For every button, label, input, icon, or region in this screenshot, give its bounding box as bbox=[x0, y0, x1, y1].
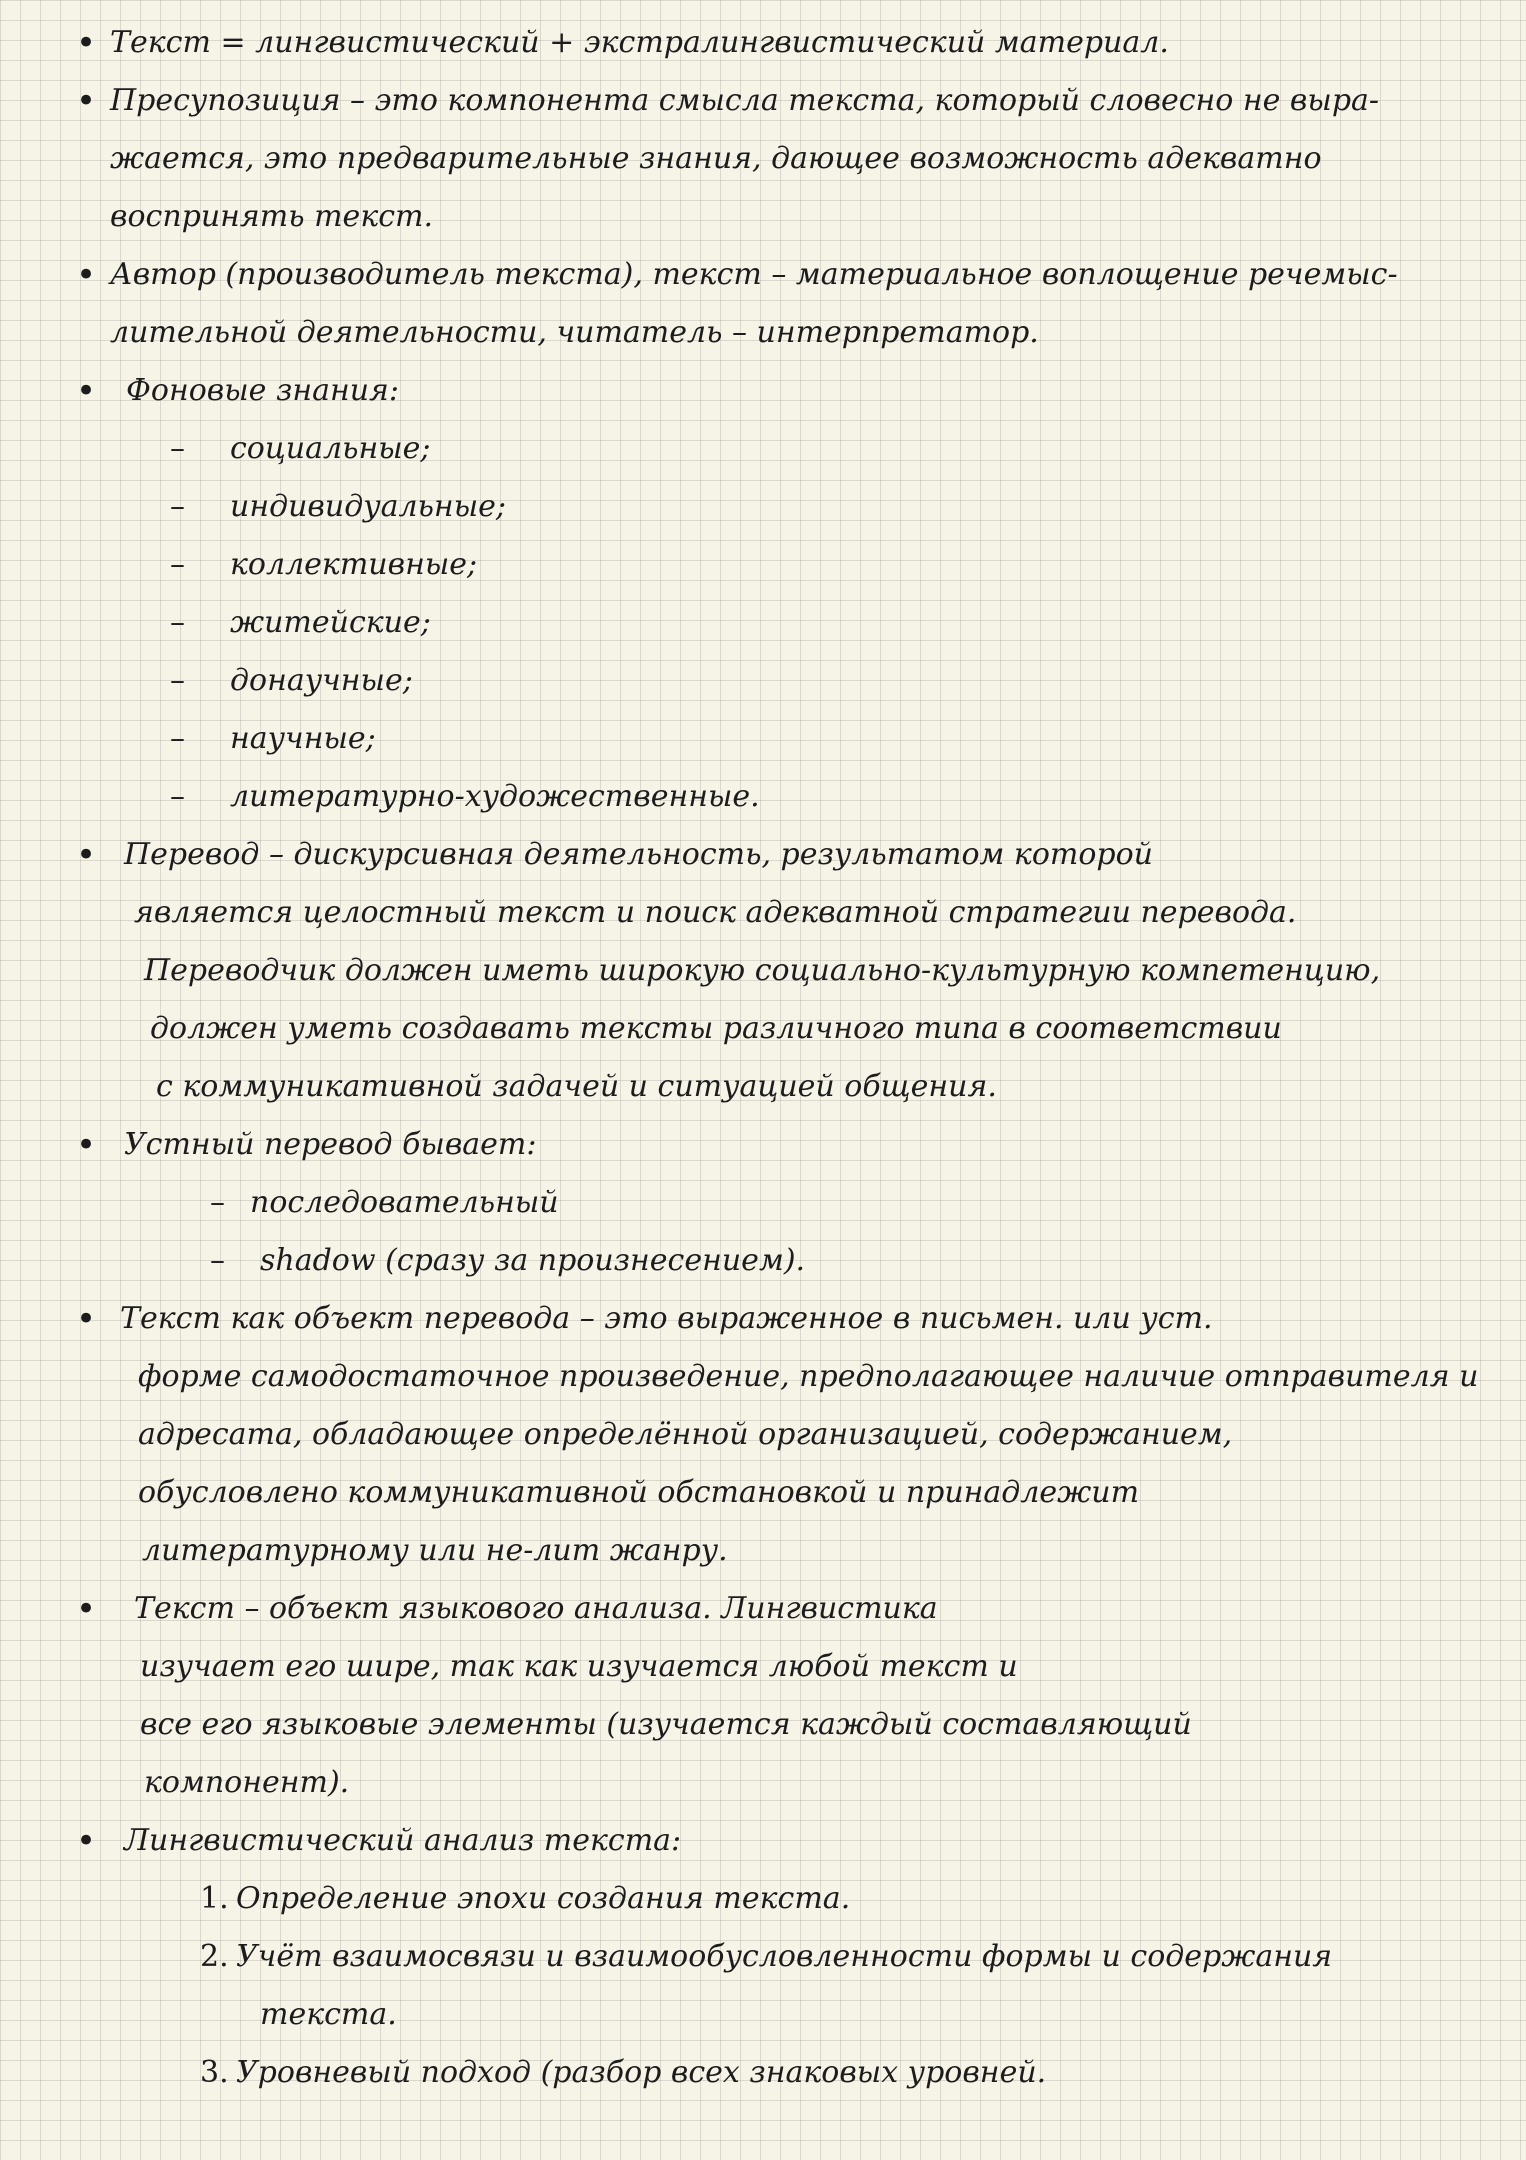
dash-marker: – bbox=[170, 547, 185, 582]
note-line: форме самодостаточное произведение, пред… bbox=[138, 1359, 1479, 1394]
numbered-item-text: Определение эпохи создания текста. bbox=[236, 1881, 851, 1916]
note-line: жается, это предварительные знания, дающ… bbox=[110, 141, 1322, 176]
dash-marker: – bbox=[170, 779, 185, 814]
list-item-text: житейские; bbox=[230, 605, 431, 640]
note-interpretation: • Устный перевод бывает: –последовательн… bbox=[76, 1116, 1486, 1290]
note-linguistic-analysis-object: • Текст – объект языкового анализа. Линг… bbox=[76, 1580, 1486, 1812]
numbered-item-text: Уровневый подход (разбор всех знаковых у… bbox=[236, 2055, 1047, 2090]
dash-marker: – bbox=[210, 1243, 225, 1278]
bullet-dot: • bbox=[76, 1821, 97, 1861]
list-item: –последовательный bbox=[110, 1174, 1486, 1232]
dash-marker: – bbox=[170, 721, 185, 756]
list-item-text: донаучные; bbox=[230, 663, 413, 698]
list-item-text: литературно-художественные. bbox=[230, 779, 760, 814]
list-item-text: коллективные; bbox=[230, 547, 478, 582]
number-marker: 3. bbox=[200, 2055, 229, 2090]
bullet-dot: • bbox=[76, 835, 97, 875]
bullet-dot: • bbox=[76, 371, 97, 411]
note-line: Текст = лингвистический + экстралингвист… bbox=[110, 25, 1169, 60]
list-item: – индивидуальные; bbox=[110, 478, 1486, 536]
note-text-definition: • Текст = лингвистический + экстралингви… bbox=[76, 14, 1486, 72]
number-marker: 2. bbox=[200, 1939, 229, 1974]
note-translation: • Перевод – дискурсивная деятельность, р… bbox=[76, 826, 1486, 1116]
list-item: – социальные; bbox=[110, 420, 1486, 478]
bullet-dot: • bbox=[76, 81, 97, 121]
note-line: Автор (производитель текста), текст – ма… bbox=[110, 257, 1398, 292]
note-background-knowledge: • Фоновые знания: – социальные; – индивиду… bbox=[76, 362, 1486, 826]
list-item: – донаучные; bbox=[110, 652, 1486, 710]
note-line: адресата, обладающее определённой органи… bbox=[138, 1417, 1233, 1452]
bullet-dot: • bbox=[76, 23, 97, 63]
note-line: с коммуникативной задачей и ситуацией об… bbox=[156, 1069, 997, 1104]
note-line: должен уметь создавать тексты различного… bbox=[150, 1011, 1282, 1046]
list-item-text: социальные; bbox=[230, 431, 431, 466]
note-text-as-translation-object: • Текст как объект перевода – это выраже… bbox=[76, 1290, 1486, 1580]
list-item: – житейские; bbox=[110, 594, 1486, 652]
bullet-dot: • bbox=[76, 1125, 97, 1165]
note-linguistic-analysis-steps: • Лингвистический анализ текста: 1.Опред… bbox=[76, 1812, 1486, 2102]
list-item-text: последовательный bbox=[250, 1185, 559, 1220]
note-line: изучает его шире, так как изучается любо… bbox=[140, 1649, 1018, 1684]
list-item: –shadow (сразу за произнесением). bbox=[110, 1232, 1486, 1290]
note-line: литературному или не-лит жанру. bbox=[142, 1533, 728, 1568]
dash-marker: – bbox=[170, 431, 185, 466]
note-author-text-reader: • Автор (производитель текста), текст – … bbox=[76, 246, 1486, 362]
number-marker: 1. bbox=[200, 1881, 229, 1916]
note-line: является целостный текст и поиск адекват… bbox=[134, 895, 1297, 930]
dash-marker: – bbox=[170, 489, 185, 524]
note-line: Лингвистический анализ текста: bbox=[124, 1823, 682, 1858]
list-item: – коллективные; bbox=[110, 536, 1486, 594]
note-line: все его языковые элементы (изучается каж… bbox=[140, 1707, 1192, 1742]
note-line: Устный перевод бывает: bbox=[124, 1127, 537, 1162]
bullet-dot: • bbox=[76, 1299, 97, 1339]
note-line: Пресупозиция – это компонента смысла тек… bbox=[110, 83, 1380, 118]
list-item-text: shadow (сразу за произнесением). bbox=[260, 1243, 806, 1278]
numbered-item: 1.Определение эпохи создания текста. bbox=[110, 1870, 1486, 1928]
note-line: Перевод – дискурсивная деятельность, рез… bbox=[124, 837, 1153, 872]
note-line: Текст – объект языкового анализа. Лингви… bbox=[134, 1591, 938, 1626]
note-line: обусловлено коммуникативной обстановкой … bbox=[138, 1475, 1140, 1510]
note-presupposition: • Пресупозиция – это компонента смысла т… bbox=[76, 72, 1486, 246]
list-item-text: научные; bbox=[230, 721, 376, 756]
note-line: лительной деятельности, читатель – интер… bbox=[110, 315, 1039, 350]
list-item: – литературно-художественные. bbox=[110, 768, 1486, 826]
note-line: Фоновые знания: bbox=[126, 373, 400, 408]
numbered-item-continuation: текста. bbox=[260, 1997, 397, 2032]
bullet-dot: • bbox=[76, 255, 97, 295]
list-item-text: индивидуальные; bbox=[230, 489, 506, 524]
note-line: компонент). bbox=[144, 1765, 350, 1800]
dash-marker: – bbox=[210, 1185, 225, 1220]
numbered-item: 2.Учёт взаимосвязи и взаимообусловленнос… bbox=[110, 1928, 1486, 1986]
list-item: – научные; bbox=[110, 710, 1486, 768]
dash-marker: – bbox=[170, 663, 185, 698]
note-line: воспринять текст. bbox=[110, 199, 434, 234]
note-line: Текст как объект перевода – это выраженн… bbox=[120, 1301, 1213, 1336]
numbered-item-text: Учёт взаимосвязи и взаимообусловленности… bbox=[236, 1939, 1333, 1974]
numbered-item: 3.Уровневый подход (разбор всех знаковых… bbox=[110, 2044, 1486, 2102]
note-line: Переводчик должен иметь широкую социальн… bbox=[144, 953, 1381, 988]
dash-marker: – bbox=[170, 605, 185, 640]
bullet-dot: • bbox=[76, 1589, 97, 1629]
